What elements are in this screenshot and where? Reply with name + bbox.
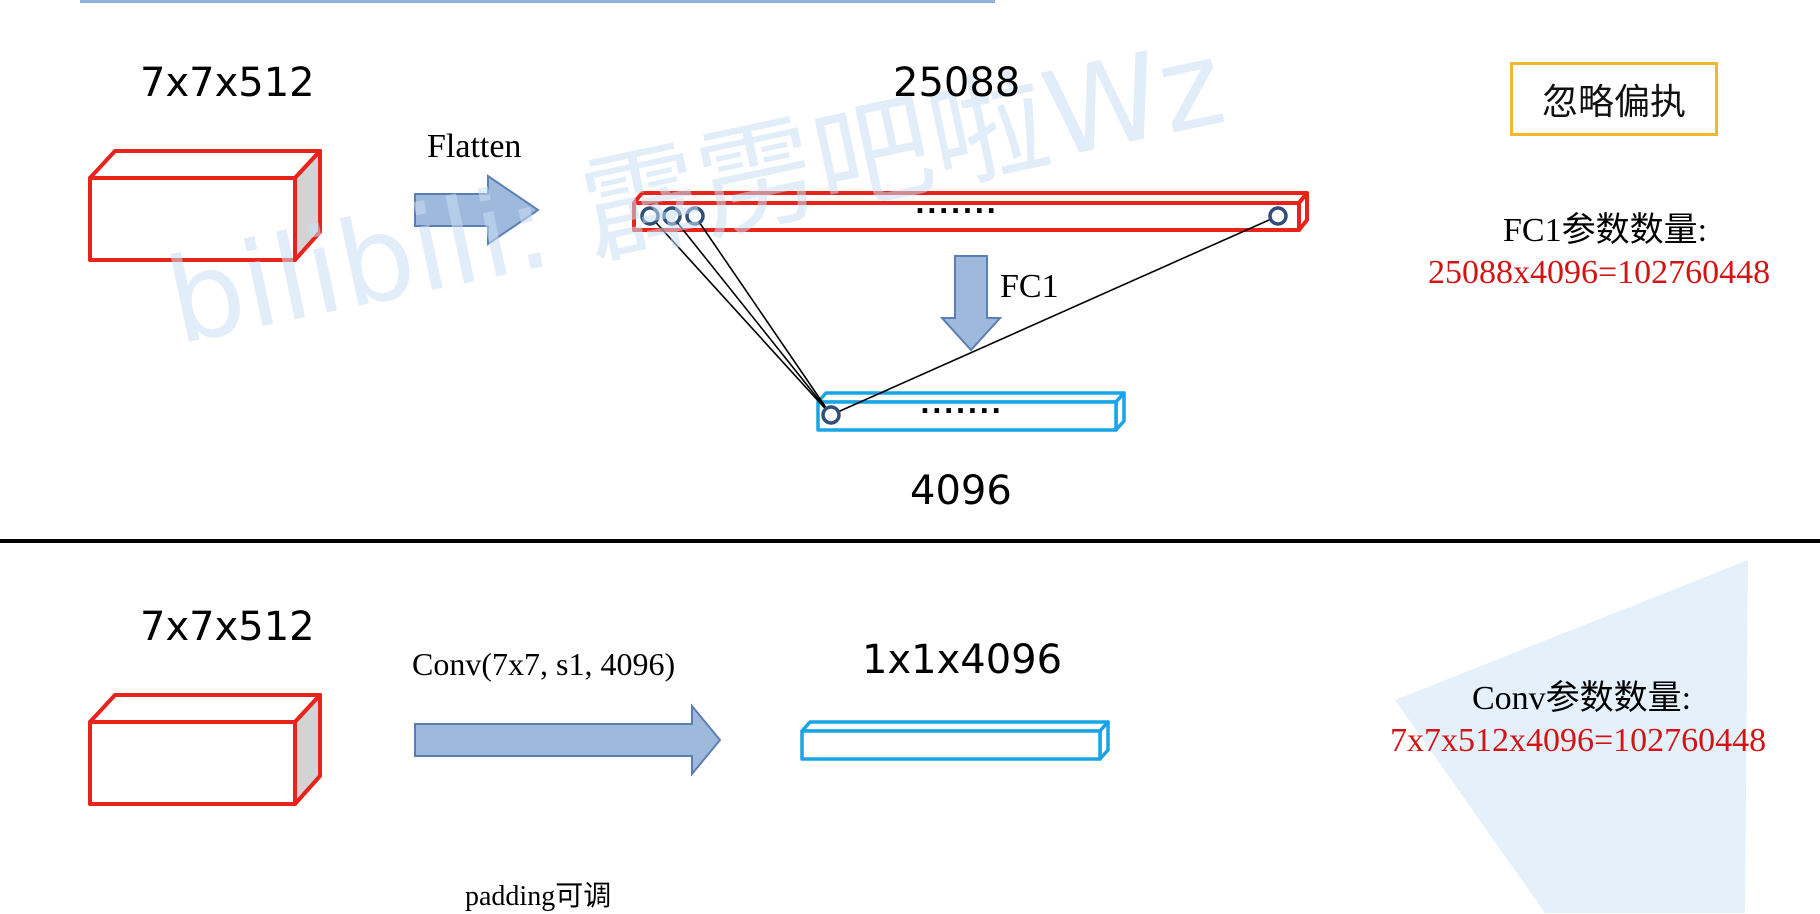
conv-param-formula: 7x7x512x4096=102760448 <box>1390 722 1767 759</box>
fc1-param-formula: 25088x4096=102760448 <box>1428 254 1771 291</box>
conv-output-bar <box>800 720 1110 761</box>
section-divider <box>0 539 1820 543</box>
flat-ellipsis: ....... <box>915 190 999 220</box>
decor-triangle <box>1395 560 1748 913</box>
conv-output-dims: 1x1x4096 <box>862 637 1063 683</box>
bottom-input-block <box>88 693 322 806</box>
top-accent-bar <box>80 0 995 3</box>
fc1-arrow <box>939 255 1003 352</box>
bottom-input-dims: 7x7x512 <box>140 604 315 650</box>
top-input-dims: 7x7x512 <box>140 60 315 106</box>
neuron-nodes <box>640 206 1288 425</box>
flatten-arrow <box>414 174 540 246</box>
fc1-param-title: FC1参数数量: <box>1503 212 1708 249</box>
ignore-bias-badge: 忽略偏执 <box>1510 62 1718 136</box>
conv-arrow <box>414 703 722 777</box>
top-input-block <box>88 149 322 262</box>
fc-output-bar <box>816 391 1126 432</box>
flatten-label: Flatten <box>427 128 522 165</box>
fc1-label: FC1 <box>1000 268 1059 305</box>
fc-ellipsis: ....... <box>920 390 1004 420</box>
conv-label: Conv(7x7, s1, 4096) <box>412 646 676 682</box>
flat-size-label: 25088 <box>893 60 1021 106</box>
conv-param-title: Conv参数数量: <box>1472 680 1692 717</box>
connection-lines <box>649 215 1279 416</box>
flat-vector-bar <box>632 191 1309 232</box>
fc-size-label: 4096 <box>910 468 1012 514</box>
padding-note: padding可调 <box>465 881 612 912</box>
